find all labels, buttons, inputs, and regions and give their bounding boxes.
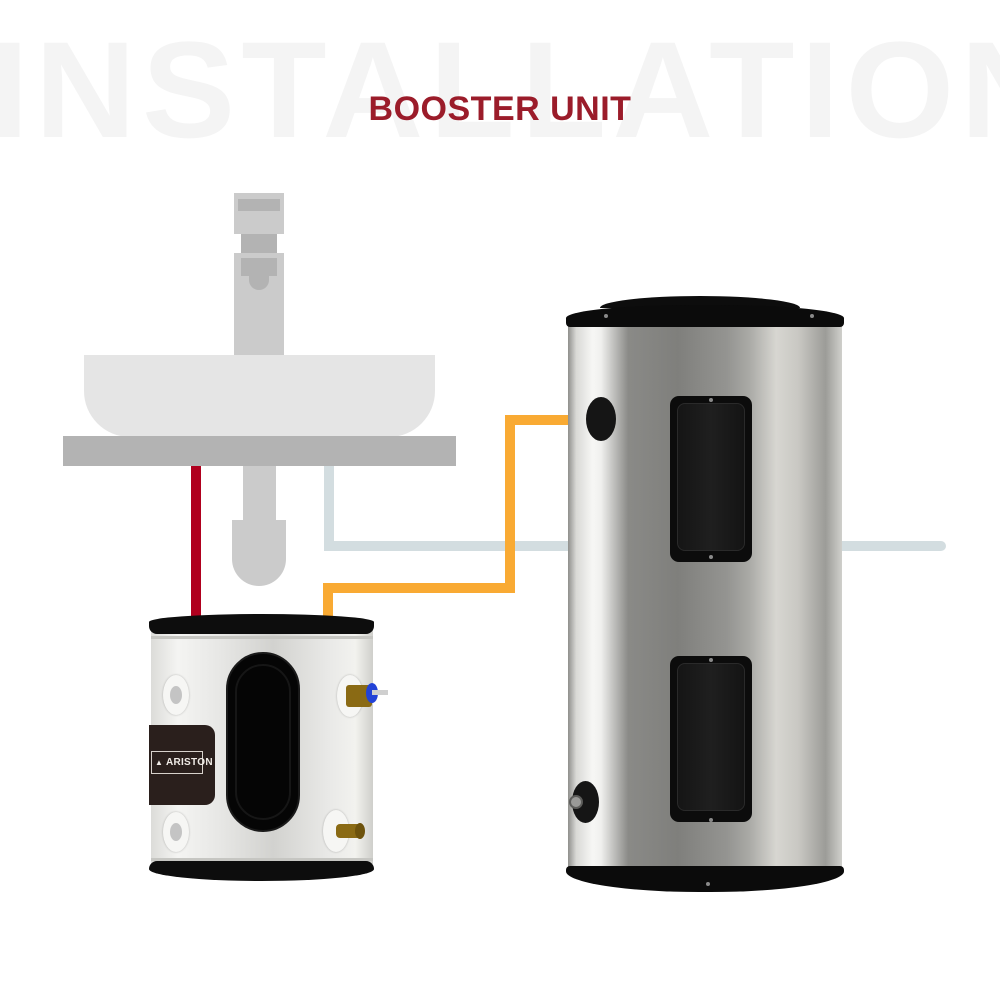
lower-port-hole [170,823,182,841]
booster-top-ridge [151,636,373,639]
faucet-handle-band [238,199,280,211]
page-title: BOOSTER UNIT [368,90,632,128]
booster-top-rim [149,614,374,634]
faucet-spout-tip [249,270,269,290]
screw-icon [706,882,710,886]
relief-valve-body [346,685,372,707]
screw-icon [709,658,713,662]
upper-access-cover [677,403,745,551]
screw-icon [810,314,814,318]
hot-supply-pipe [191,466,201,621]
screw-icon [604,314,608,318]
relief-valve-lever [372,690,388,695]
faucet-neck [241,234,277,253]
upper-port-hole [170,686,182,704]
countertop [63,436,456,466]
screw-icon [709,555,713,559]
brand-name: ARISTON [165,757,213,768]
hot-outlet-fitting [586,397,616,441]
heated-pipe-lower [323,583,515,593]
heated-pipe-upper [505,415,597,425]
ariston-logo-icon: ▲ [155,758,164,767]
drain-pipe [243,466,276,522]
brand-label: ▲ ARISTON [151,751,213,774]
cold-water-pipe-vertical [324,466,334,551]
screw-icon [709,818,713,822]
booster-access-inner [235,664,291,820]
brand-label-panel [149,725,215,805]
installation-watermark: INSTALLATION [0,14,1000,167]
sink-basin [84,355,435,437]
heated-pipe-riser [505,415,515,593]
drain-valve-outlet [355,823,365,839]
inlet-nipple [569,795,583,809]
booster-bottom-rim [149,861,374,881]
booster-bottom-ridge [151,858,373,861]
tank-top-rim [566,305,844,327]
tank-bottom-rim [566,866,844,892]
heated-pipe-drop [323,583,333,618]
screw-icon [709,398,713,402]
drain-trap [232,520,286,586]
lower-access-cover [677,663,745,811]
